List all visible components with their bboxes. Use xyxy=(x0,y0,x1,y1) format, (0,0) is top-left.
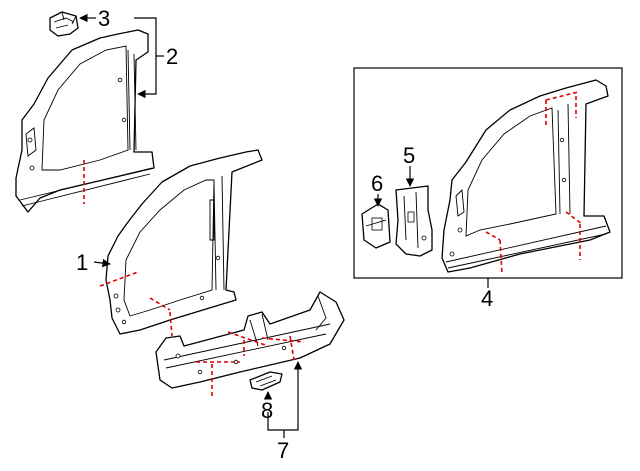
part-1-inner-pillar[interactable] xyxy=(99,149,263,337)
leader-7 xyxy=(267,361,303,431)
part-2-outer-pillar-panel[interactable] xyxy=(15,29,155,213)
callout-4: 4 xyxy=(481,286,493,311)
part-6-reinforcement[interactable] xyxy=(361,203,391,249)
callout-1: 1 xyxy=(76,250,88,275)
callout-2: 2 xyxy=(166,44,178,69)
part-3-bracket[interactable] xyxy=(49,11,79,37)
callout-5: 5 xyxy=(403,143,415,168)
callout-6: 6 xyxy=(371,171,383,196)
part-5-pillar-reinforcement[interactable] xyxy=(395,185,433,257)
part-7-rocker-panel[interactable] xyxy=(155,291,345,396)
callout-3: 3 xyxy=(98,6,110,31)
part-8-bracket[interactable] xyxy=(249,371,283,391)
callout-8: 8 xyxy=(261,398,273,423)
part-4-body-side-assembly[interactable] xyxy=(441,79,611,275)
callout-7: 7 xyxy=(277,438,289,463)
leader-1 xyxy=(93,258,111,268)
